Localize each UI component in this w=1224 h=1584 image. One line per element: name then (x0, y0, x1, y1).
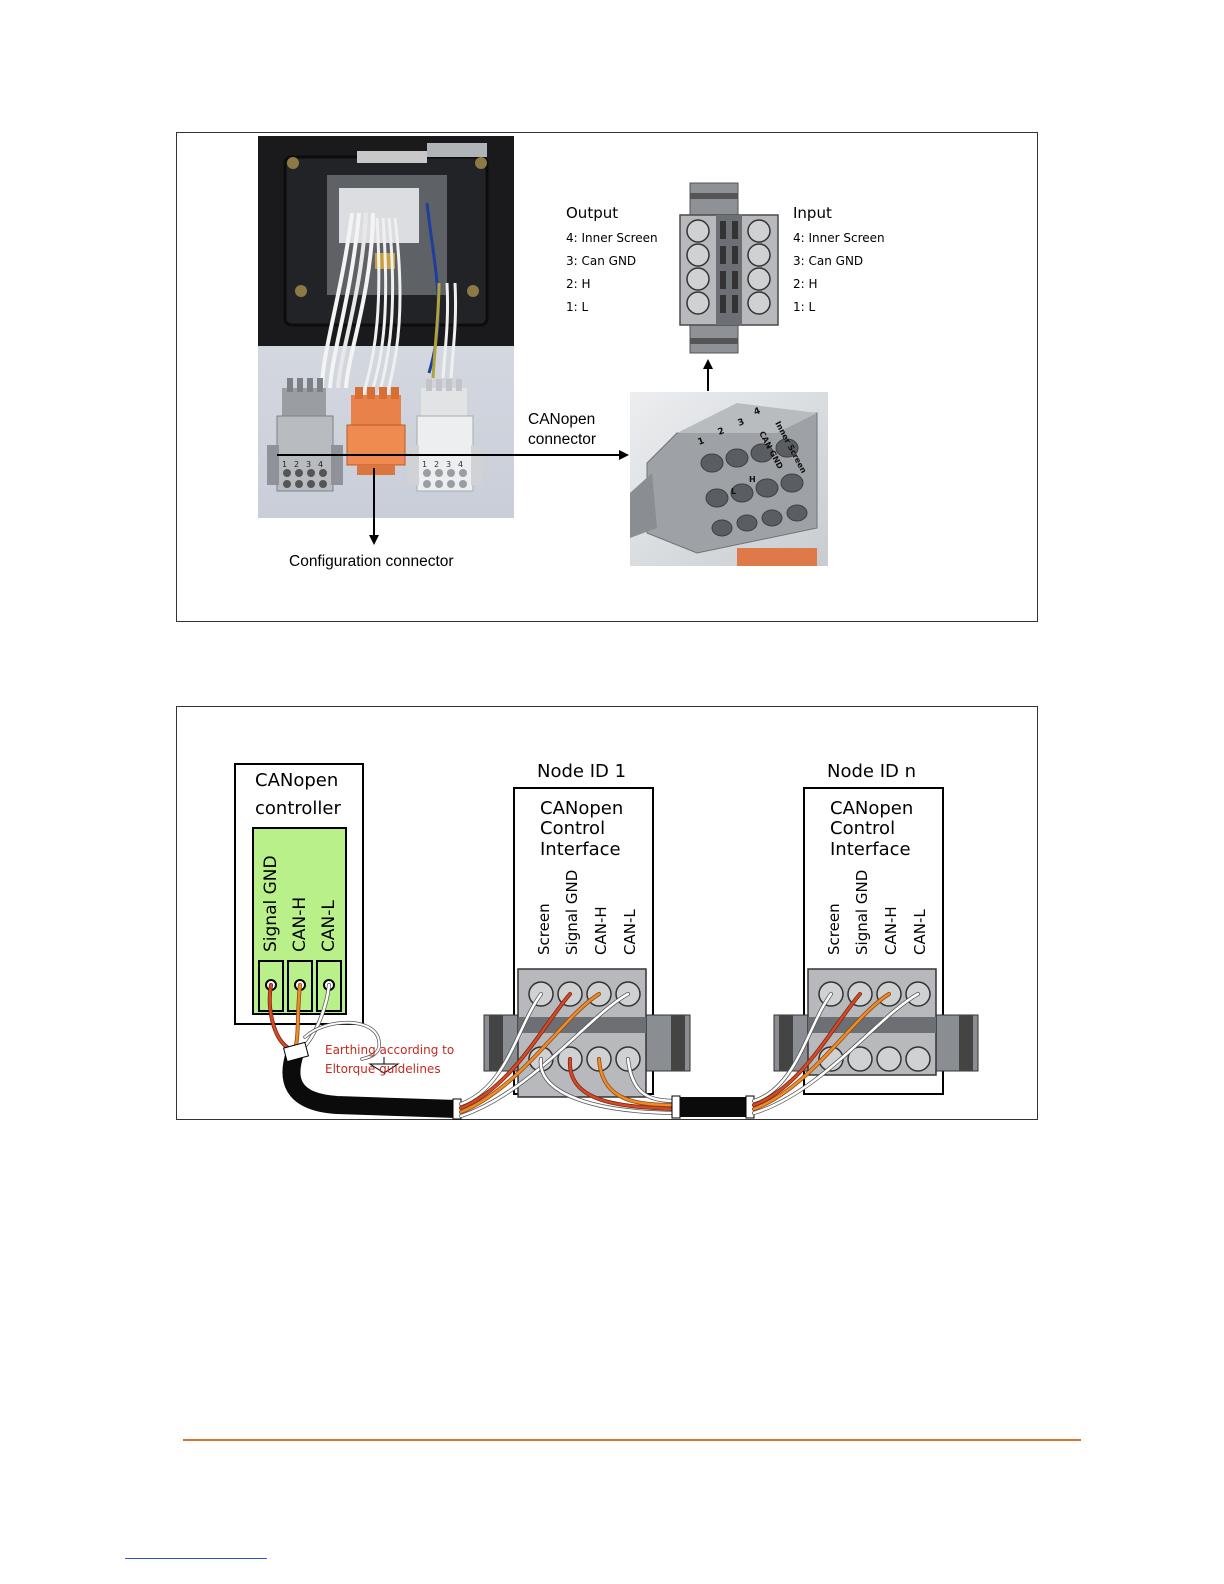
node-title: CANopen (540, 798, 623, 819)
node-terminal-label: CAN-H (882, 906, 900, 955)
input-pin: 3: Can GND (793, 254, 863, 268)
node-title: Interface (830, 839, 911, 860)
node-terminal-label: Signal GND (563, 870, 581, 955)
canopen-connector-label: CANopen (528, 411, 595, 428)
plug-pin-number: 2 (717, 426, 726, 438)
output-pin: 3: Can GND (566, 254, 636, 268)
screw-icon (287, 157, 299, 169)
configuration-connector-label: Configuration connector (289, 553, 454, 570)
screw-icon (295, 285, 307, 297)
input-pin: 1: L (793, 300, 815, 314)
canopen-connector-label: connector (528, 431, 596, 448)
screw-icon (475, 157, 487, 169)
terminal-number: 3 (306, 460, 311, 469)
grey-terminal-block: 1 2 3 4 (267, 378, 343, 492)
terminal-number: 4 (458, 460, 463, 469)
footer-link-underline (125, 1558, 267, 1559)
footer-rule (183, 1439, 1081, 1441)
screw-icon (467, 285, 479, 297)
terminal-number: 3 (446, 460, 451, 469)
plug-label-l: L (731, 487, 736, 496)
figure-canopen-wiring-diagram: CANopen controller Signal GND CAN-H CAN-… (176, 706, 1038, 1120)
output-pin: 2: H (566, 277, 591, 291)
canopen-controller: CANopen controller Signal GND CAN-H CAN-… (234, 763, 364, 1025)
node-heading: Node ID 1 (537, 761, 626, 782)
controller-terminal-label: CAN-L (319, 900, 339, 952)
terminal-number: 4 (318, 460, 323, 469)
terminal-number: 1 (282, 460, 287, 469)
node-title: Control (540, 818, 605, 839)
connector-schematic (679, 182, 779, 354)
node-title: Interface (540, 839, 621, 860)
node-terminal-label: Screen (825, 903, 843, 955)
output-pin: 1: L (566, 300, 588, 314)
controller-title: controller (255, 798, 341, 819)
node1-wires (459, 992, 679, 1118)
input-pin: 2: H (793, 277, 818, 291)
controller-title: CANopen (255, 770, 338, 791)
input-pin: 4: Inner Screen (793, 231, 885, 245)
canopen-plug-photo: 1 2 3 4 Inner Screen CAN GND H L (630, 392, 828, 566)
plug-pin-number: 3 (737, 417, 746, 429)
orange-configuration-block (346, 387, 406, 475)
node-title: CANopen (830, 798, 913, 819)
earthing-note: Eltorque guidelines (325, 1062, 441, 1076)
figure-canopen-connector-photo: 1 2 3 4 (176, 132, 1038, 622)
node-terminal-label: Signal GND (853, 870, 871, 955)
input-heading: Input (793, 204, 832, 222)
node-title: Control (830, 818, 895, 839)
controller-terminal-label: Signal GND (261, 855, 281, 952)
cable-node1-to-noden (671, 1095, 755, 1119)
terminal-number: 1 (422, 460, 427, 469)
node-terminal-label: CAN-L (911, 909, 929, 955)
output-pin: 4: Inner Screen (566, 231, 658, 245)
node-terminal-label: Screen (535, 903, 553, 955)
plug-pin-number: 1 (697, 436, 706, 448)
earthing-symbol-icon (368, 1057, 400, 1074)
cable-controller-to-node1 (282, 1041, 462, 1120)
noden-wires (752, 992, 920, 1115)
node-heading: Node ID n (827, 761, 916, 782)
device-photo: 1 2 3 4 (258, 136, 514, 518)
node-n: Node ID n CANopen Control Interface Scre… (773, 761, 979, 1095)
plug-pin-number: 4 (753, 406, 762, 418)
node-terminal-label: CAN-L (621, 909, 639, 955)
terminal-number: 2 (434, 460, 439, 469)
terminal-number: 2 (294, 460, 299, 469)
white-terminal-block: 1 2 3 4 (407, 379, 483, 492)
plug-label-h: H (749, 475, 756, 484)
controller-terminal-label: CAN-H (290, 897, 310, 952)
output-heading: Output (566, 204, 618, 222)
earthing-note: Earthing according to (325, 1043, 454, 1057)
node-terminal-label: CAN-H (592, 906, 610, 955)
